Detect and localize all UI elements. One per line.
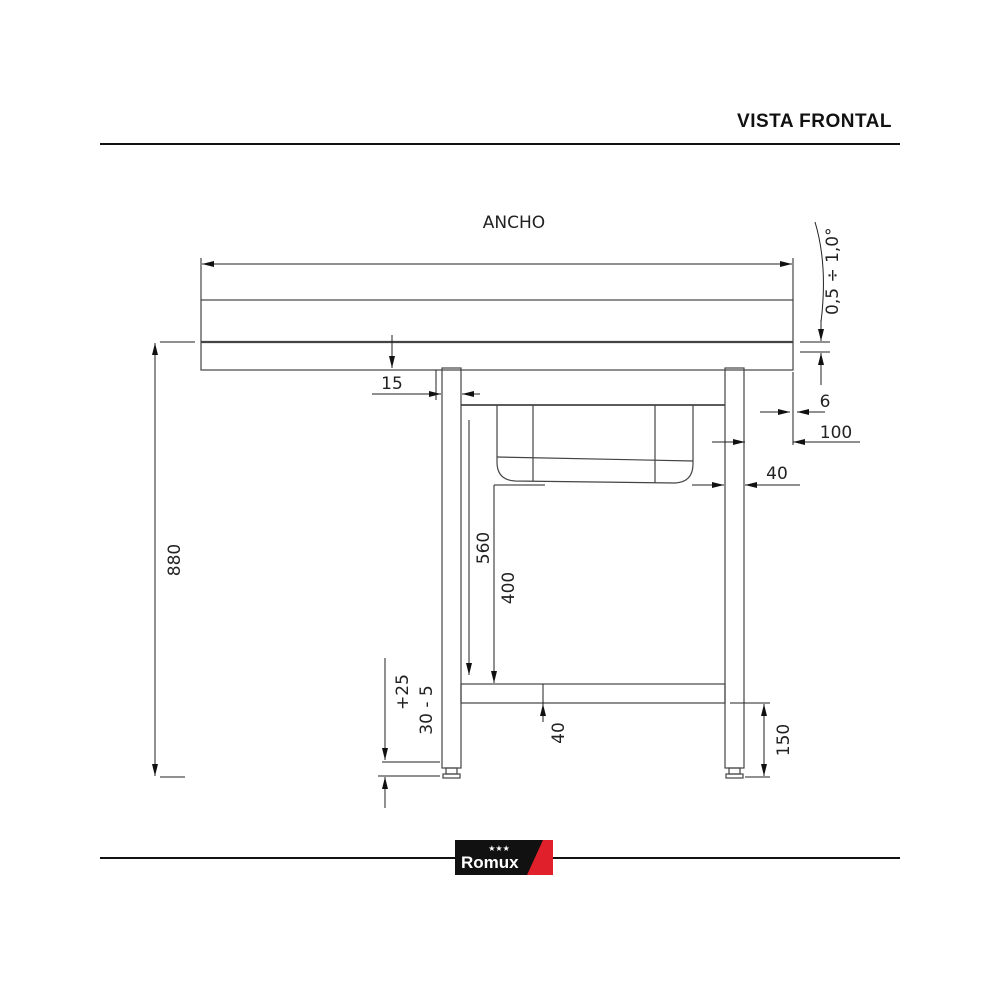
logo-text: Romux (461, 853, 519, 872)
dim-150: 150 (774, 724, 794, 756)
romux-logo: ★★★ Romux (455, 840, 553, 875)
dim-15: 15 (381, 374, 403, 394)
dim-880: 880 (165, 544, 185, 576)
bottom-divider-left (100, 857, 455, 859)
right-leg (724, 367, 745, 769)
dim-40-shelf: 40 (549, 722, 569, 744)
sink-bowl (496, 405, 694, 484)
logo-stars: ★★★ (488, 844, 510, 853)
width-label: ANCHO (483, 213, 545, 233)
worktop (200, 299, 794, 371)
left-leg (441, 367, 462, 769)
dim-30-5: 30 - 5 (417, 685, 437, 734)
angle-label: 0,5 ÷ 1,0° (823, 227, 843, 315)
top-divider (100, 143, 900, 145)
dim-400: 400 (499, 572, 519, 604)
lower-shelf (460, 683, 726, 704)
dim-40-leg: 40 (766, 464, 788, 484)
dim-6: 6 (820, 392, 831, 412)
view-title: VISTA FRONTAL (737, 111, 892, 132)
dim-plus-25: +25 (393, 674, 413, 710)
dim-560: 560 (474, 532, 494, 564)
bottom-divider-right (553, 857, 900, 859)
dim-100: 100 (820, 423, 852, 443)
